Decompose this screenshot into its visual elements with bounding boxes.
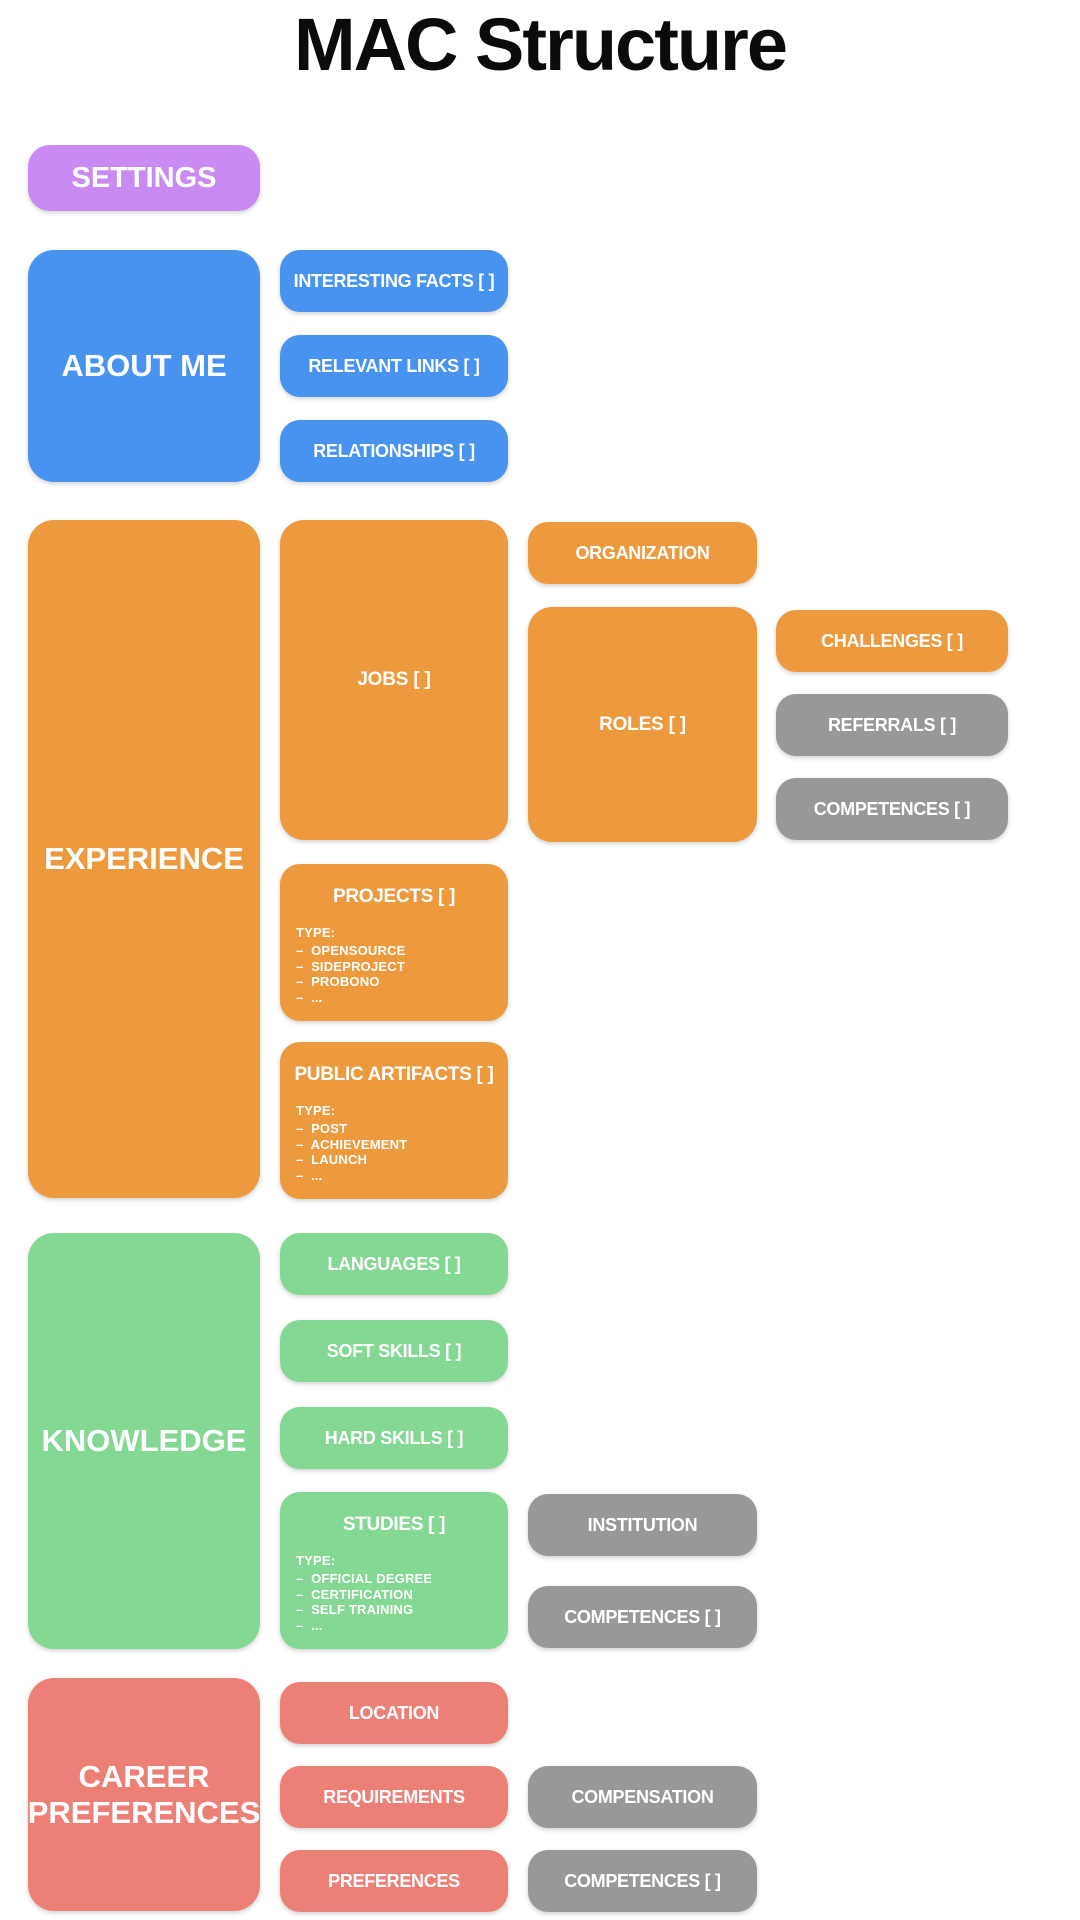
public-artifacts-title: PUBLIC ARTIFACTS [ ] [294,1064,494,1085]
public-artifacts-box: PUBLIC ARTIFACTS [ ] TYPE: POSTACHIEVEME… [280,1042,508,1199]
type-item: ... [296,990,492,1006]
public-artifacts-type-list: POSTACHIEVEMENTLAUNCH... [296,1121,492,1183]
institution-box: INSTITUTION [528,1494,757,1556]
type-item: ... [296,1168,492,1184]
organization-box: ORGANIZATION [528,522,757,584]
career-preferences-box: CAREER PREFERENCES [28,1678,260,1911]
jobs-box: JOBS [ ] [280,520,508,840]
location-box: LOCATION [280,1682,508,1744]
studies-box: STUDIES [ ] TYPE: OFFICIAL DEGREECERTIFI… [280,1492,508,1649]
interesting-facts-box: INTERESTING FACTS [ ] [280,250,508,312]
type-item: OPENSOURCE [296,943,492,959]
studies-title: STUDIES [ ] [342,1514,446,1535]
knowledge-competences-box: COMPETENCES [ ] [528,1586,757,1648]
type-item: SELF TRAINING [296,1602,492,1618]
type-item: SIDEPROJECT [296,959,492,975]
page-title: MAC Structure [293,3,788,86]
projects-type-list: OPENSOURCESIDEPROJECTPROBONO... [296,943,492,1005]
studies-type-label: TYPE: [296,1553,336,1568]
type-item: ACHIEVEMENT [296,1137,492,1153]
type-item: POST [296,1121,492,1137]
relevant-links-box: RELEVANT LINKS [ ] [280,335,508,397]
settings-box: SETTINGS [28,145,260,211]
public-artifacts-type-label: TYPE: [296,1103,336,1118]
experience-box: EXPERIENCE [28,520,260,1198]
projects-type-label: TYPE: [296,925,336,940]
challenges-box: CHALLENGES [ ] [776,610,1008,672]
soft-skills-box: SOFT SKILLS [ ] [280,1320,508,1382]
projects-title: PROJECTS [ ] [332,886,456,907]
type-item: OFFICIAL DEGREE [296,1571,492,1587]
languages-box: LANGUAGES [ ] [280,1233,508,1295]
relationships-box: RELATIONSHIPS [ ] [280,420,508,482]
roles-box: ROLES [ ] [528,607,757,842]
career-competences-box: COMPETENCES [ ] [528,1850,757,1912]
requirements-box: REQUIREMENTS [280,1766,508,1828]
compensation-box: COMPENSATION [528,1766,757,1828]
type-item: ... [296,1618,492,1634]
knowledge-box: KNOWLEDGE [28,1233,260,1649]
studies-type-list: OFFICIAL DEGREECERTIFICATIONSELF TRAININ… [296,1571,492,1633]
referrals-box: REFERRALS [ ] [776,694,1008,756]
about-me-box: ABOUT ME [28,250,260,482]
projects-box: PROJECTS [ ] TYPE: OPENSOURCESIDEPROJECT… [280,864,508,1021]
preferences-box: PREFERENCES [280,1850,508,1912]
hard-skills-box: HARD SKILLS [ ] [280,1407,508,1469]
type-item: CERTIFICATION [296,1587,492,1603]
type-item: PROBONO [296,974,492,990]
experience-competences-box: COMPETENCES [ ] [776,778,1008,840]
type-item: LAUNCH [296,1152,492,1168]
